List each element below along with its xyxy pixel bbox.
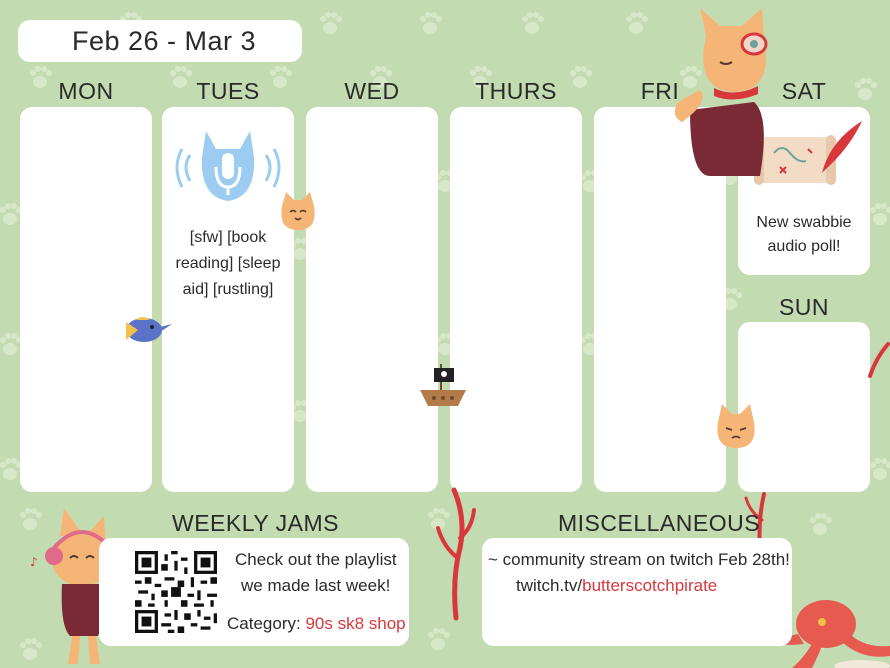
fish-icon — [126, 317, 172, 342]
event-line: audio poll! — [767, 238, 841, 255]
fox-pirate-character-icon — [674, 8, 768, 176]
day-label-fri: FRI — [640, 78, 680, 104]
fox-headphones-character-icon: ♪ ♪ — [30, 508, 119, 664]
day-box-mon — [20, 107, 152, 492]
octopus-icon — [754, 600, 890, 668]
day-label-sat: SAT — [781, 78, 827, 104]
day-label-mon: MON — [58, 78, 114, 104]
category-value: 90s sk8 shop — [305, 614, 406, 633]
twitch-link[interactable]: twitch.tv/butterscotchpirate — [516, 576, 717, 596]
event-line: [sfw] [book — [189, 229, 267, 246]
podcast-microphone-icon — [175, 131, 281, 201]
sat-event-text: New swabbie audio poll! — [738, 211, 870, 259]
day-box-wed — [306, 107, 438, 492]
twitch-link-handle[interactable]: butterscotchpirate — [582, 576, 718, 595]
day-label-tues: TUES — [196, 78, 260, 104]
day-label-thurs: THURS — [475, 78, 557, 104]
coral-icon — [436, 487, 476, 621]
day-box-tues: [sfw] [book reading] [sleep aid] [rustli… — [162, 107, 294, 492]
event-line: reading] [sleep — [175, 255, 281, 272]
pirate-ship-icon — [420, 364, 466, 406]
weekly-jams-title: WEEKLY JAMS — [172, 510, 339, 536]
misc-line-1: ~ community stream on twitch Feb 28th! — [488, 550, 790, 569]
angry-cat-face-icon — [717, 404, 755, 448]
jams-line-1: Check out the playlist — [235, 550, 397, 569]
date-range-box: Feb 26 - Mar 3 — [18, 20, 302, 62]
miscellaneous-box: ~ community stream on twitch Feb 28th! t… — [482, 538, 792, 646]
svg-text:♪: ♪ — [30, 555, 38, 569]
event-line: aid] [rustling] — [182, 281, 274, 298]
tues-event-text: [sfw] [book reading] [sleep aid] [rustli… — [162, 225, 294, 303]
date-range: Feb 26 - Mar 3 — [72, 25, 257, 56]
qr-code-icon[interactable] — [135, 551, 217, 633]
day-label-wed: WED — [344, 78, 400, 104]
day-box-thurs — [450, 107, 582, 492]
cat-face-icon — [281, 192, 315, 230]
quill-icon — [822, 121, 862, 173]
event-line: New swabbie — [756, 214, 852, 231]
twitch-link-prefix: twitch.tv/ — [516, 576, 583, 595]
category-label: Category: — [227, 614, 301, 633]
weekly-jams-box: Check out the playlist we made last week… — [99, 538, 409, 646]
jams-line-2: we made last week! — [241, 576, 391, 595]
jams-category: Category: 90s sk8 shop — [227, 614, 406, 634]
day-box-sun — [738, 322, 870, 492]
coral-icon — [868, 342, 890, 378]
day-label-sun: SUN — [778, 294, 830, 320]
miscellaneous-title: MISCELLANEOUS — [558, 510, 761, 536]
